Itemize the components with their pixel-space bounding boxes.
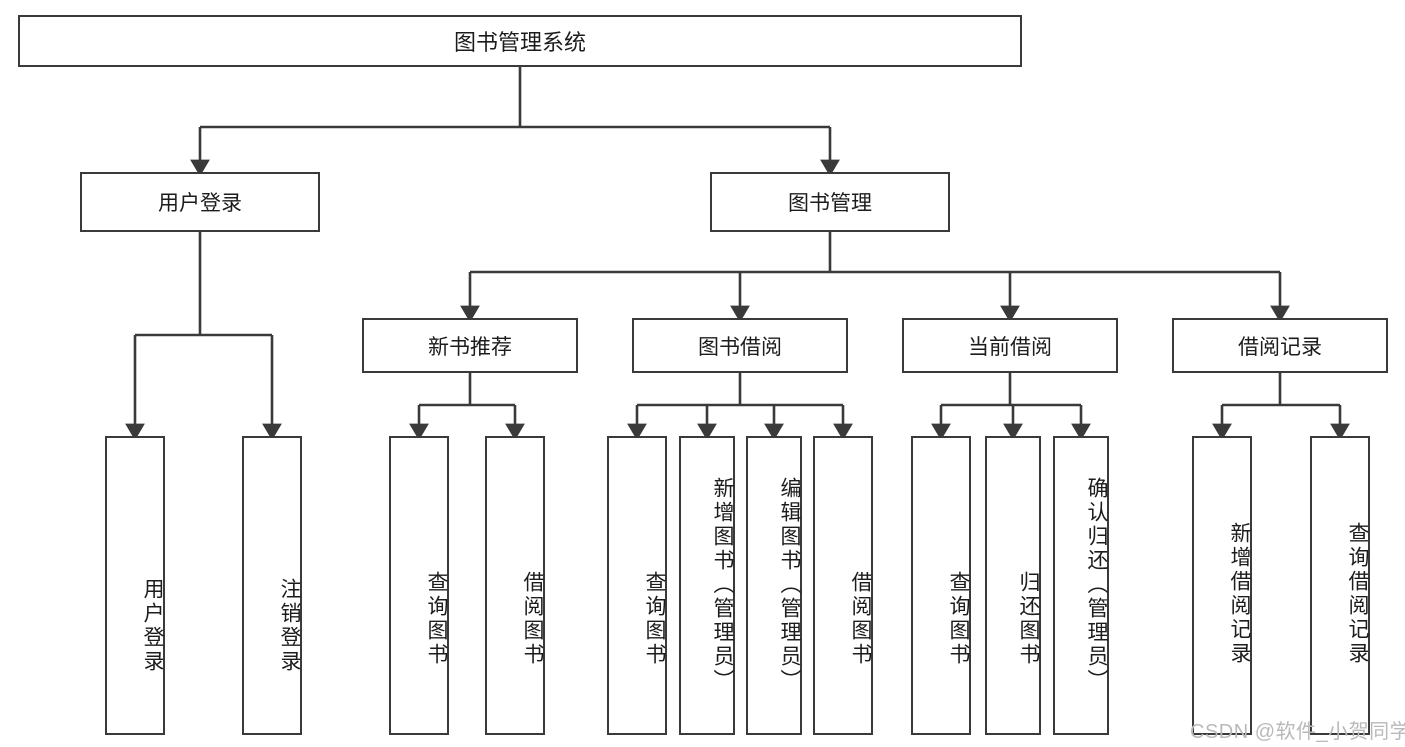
node-root[interactable]: 图书管理系统 (18, 15, 1022, 67)
node-borrow-record-label: 借阅记录 (1238, 335, 1322, 359)
node-current-borrow-label: 当前借阅 (968, 335, 1052, 359)
leaf-query-record[interactable]: 查询借阅记录 (1310, 436, 1370, 735)
node-new-book-rec[interactable]: 新书推荐 (362, 318, 578, 373)
node-book-borrow[interactable]: 图书借阅 (632, 318, 848, 373)
leaf-query-book-2-label: 查询图书 (643, 571, 666, 667)
node-user-login[interactable]: 用户登录 (80, 172, 320, 232)
leaf-add-book[interactable]: 新增图书（管理员） (679, 436, 735, 735)
leaf-edit-book[interactable]: 编辑图书（管理员） (746, 436, 802, 735)
csdn-watermark: CSDN @软件_小贺同学 (1190, 715, 1405, 744)
node-current-borrow[interactable]: 当前借阅 (902, 318, 1118, 373)
node-book-borrow-label: 图书借阅 (698, 335, 782, 359)
leaf-query-record-label: 查询借阅记录 (1346, 521, 1369, 666)
node-borrow-record[interactable]: 借阅记录 (1172, 318, 1388, 373)
leaf-confirm-return-label: 确认归还（管理员） (1085, 476, 1108, 693)
leaf-add-record[interactable]: 新增借阅记录 (1192, 436, 1252, 735)
leaf-borrow-book-2-label: 借阅图书 (849, 571, 872, 667)
leaf-user-login[interactable]: 用户登录 (105, 436, 165, 735)
node-book-manage-label: 图书管理 (788, 192, 872, 215)
node-root-label: 图书管理系统 (453, 30, 586, 55)
leaf-query-book-3-label: 查询图书 (947, 571, 970, 667)
leaf-logout[interactable]: 注销登录 (242, 436, 302, 735)
leaf-query-book-2[interactable]: 查询图书 (607, 436, 667, 735)
leaf-query-book-3[interactable]: 查询图书 (911, 436, 971, 735)
csdn-watermark-text: CSDN @软件_小贺同学 (1190, 721, 1405, 743)
leaf-return-book[interactable]: 归还图书 (985, 436, 1041, 735)
leaf-return-book-label: 归还图书 (1017, 571, 1040, 667)
leaf-borrow-book-1-label: 借阅图书 (521, 571, 544, 667)
leaf-borrow-book-1[interactable]: 借阅图书 (485, 436, 545, 735)
leaf-query-book-1[interactable]: 查询图书 (389, 436, 449, 735)
node-user-login-label: 用户登录 (158, 192, 242, 215)
leaf-confirm-return[interactable]: 确认归还（管理员） (1053, 436, 1109, 735)
leaf-logout-label: 注销登录 (278, 577, 301, 674)
leaf-edit-book-label: 编辑图书（管理员） (778, 476, 801, 693)
leaf-borrow-book-2[interactable]: 借阅图书 (813, 436, 873, 735)
node-new-book-rec-label: 新书推荐 (428, 335, 512, 359)
leaf-add-book-label: 新增图书（管理员） (711, 476, 734, 693)
leaf-query-book-1-label: 查询图书 (425, 571, 448, 667)
leaf-add-record-label: 新增借阅记录 (1228, 521, 1251, 666)
node-book-manage[interactable]: 图书管理 (710, 172, 950, 232)
leaf-user-login-label: 用户登录 (141, 577, 164, 674)
